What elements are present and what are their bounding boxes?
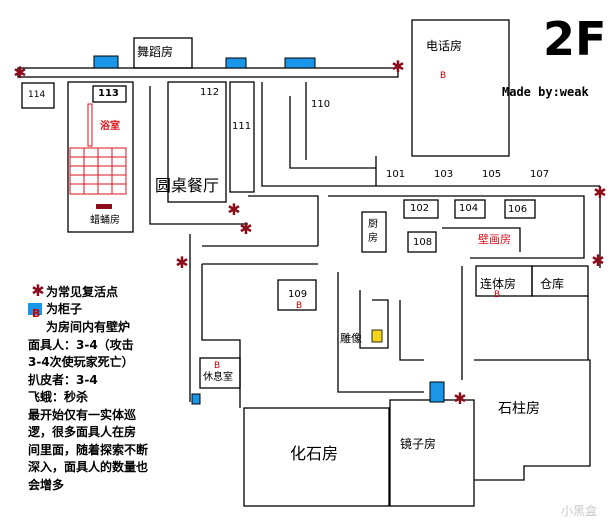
cabinet-marker (429, 381, 445, 403)
room-104: 104 (459, 203, 479, 214)
room-warehouse: 仓库 (540, 277, 565, 291)
room-102: 102 (410, 203, 430, 214)
legend-fireplace-text: 为房间内有壁炉 (46, 320, 131, 334)
room-round-table: 圆桌餐厅 (155, 176, 220, 195)
cabinet-marker (191, 393, 201, 405)
fireplace-marker: B (296, 301, 303, 311)
cabinets (93, 55, 445, 405)
room-105: 105 (482, 169, 502, 180)
fireplace-marker: B (214, 361, 221, 371)
room-fossil: 化石房 (290, 444, 339, 463)
room-111: 111 (232, 121, 252, 132)
legend-respawn-text: 为常见复活点 (46, 285, 119, 299)
respawn-marker: ✱ (239, 219, 252, 238)
room-110: 110 (311, 99, 331, 110)
room-kitchen: 厨 房 (368, 219, 378, 244)
floor-title: 2F (543, 12, 607, 66)
cabinet-marker (225, 57, 247, 69)
respawn-marker: ✱ (593, 183, 606, 202)
room-phone: 电话房 (426, 39, 463, 53)
respawn-marker: ✱ (175, 253, 188, 272)
room-conjoined: 连体房 (480, 277, 517, 291)
room-wax: 蜡蛹房 (90, 215, 120, 226)
note-line: 飞蛾：秒杀 (28, 390, 89, 404)
respawn-marker: ✱ (591, 251, 604, 270)
cabinet-marker (284, 57, 316, 69)
legend-cabinet-text: 为柜子 (46, 302, 83, 316)
respawn-marker: ✱ (227, 200, 240, 219)
note-line: 间里面，随着探索不断 (28, 442, 149, 457)
respawn-marker: ✱ (391, 57, 404, 76)
room-103: 103 (434, 169, 454, 180)
room-112: 112 (200, 87, 220, 98)
note-line: 最开始仅有一实体巡 (28, 407, 137, 422)
room-107: 107 (530, 169, 550, 180)
legend-respawn-icon: ✱ (31, 281, 44, 300)
watermark: 小黑盒 (560, 504, 597, 518)
room-106: 106 (508, 204, 528, 215)
respawn-marker: ✱ (13, 63, 26, 82)
room-101: 101 (386, 169, 406, 180)
room-109: 109 (288, 289, 308, 300)
bath-wall-mark (87, 103, 93, 147)
credit-text: Made by:weak (502, 85, 589, 99)
room-108: 108 (413, 237, 433, 248)
legend-fireplace-icon: B (32, 307, 41, 320)
cabinet-marker (93, 55, 119, 69)
bath-grid (69, 147, 127, 195)
legend-cabinet-icon (28, 303, 42, 315)
note-line: 会增多 (28, 477, 65, 492)
room-114: 114 (28, 90, 46, 100)
statue-marker (371, 329, 383, 343)
room-mural: 壁画房 (478, 233, 511, 246)
note-line: 3-4次使玩家死亡） (28, 355, 134, 369)
note-line: 面具人：3-4（攻击 (28, 337, 134, 352)
room-113: 113 (98, 88, 119, 99)
room-lounge: 休息室 (203, 372, 233, 383)
note-line: 逻，很多面具人在房 (28, 425, 137, 439)
room-bath: 浴室 (100, 121, 120, 132)
room-mirror: 镜子房 (400, 437, 437, 451)
wax-bed (96, 204, 112, 209)
respawn-points: ✱ ✱ ✱ ✱ ✱ ✱ ✱ ✱ ✱ (13, 57, 606, 408)
fireplace-marker: B (494, 290, 501, 300)
fireplace-marker: B (440, 71, 447, 81)
room-pillar: 石柱房 (498, 401, 540, 417)
room-dance: 舞蹈房 (137, 45, 174, 59)
notes-panel: 为房间内有壁炉 面具人：3-4（攻击 3-4次使玩家死亡） 扒皮者：3-4 飞蛾… (28, 319, 204, 494)
room-sculpture: 雕像 (340, 332, 362, 345)
note-line: 深入，面具人的数量也 (28, 460, 149, 474)
respawn-marker: ✱ (453, 389, 466, 408)
note-line: 扒皮者：3-4 (28, 372, 98, 387)
